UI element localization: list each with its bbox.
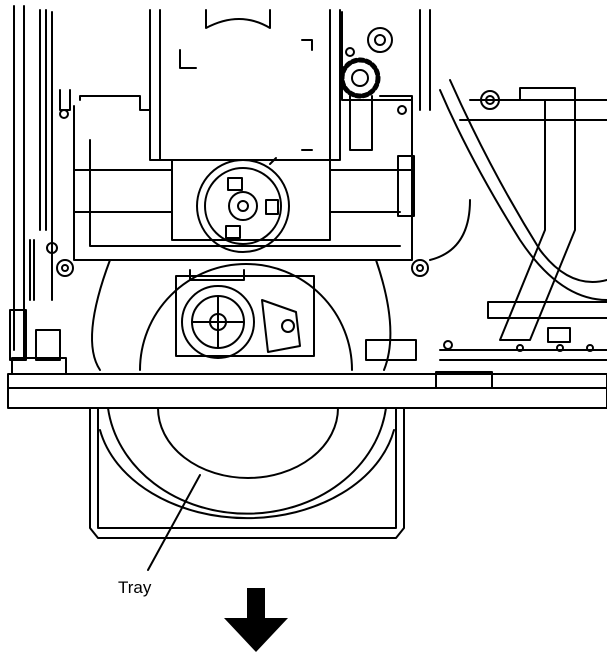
left-chassis-frame [9, 5, 74, 361]
cam-gear [196, 157, 290, 253]
disc-tray [89, 407, 405, 539]
upper-bracket [149, 9, 341, 161]
gear-assembly [339, 11, 413, 101]
mechanism-plate [59, 95, 429, 277]
front-panel [7, 339, 607, 409]
right-board [419, 9, 607, 389]
tray-callout-label: Tray [118, 578, 152, 597]
disc-platter [91, 259, 392, 371]
down-arrow-icon [224, 588, 288, 652]
tray-leader-line [147, 474, 201, 571]
